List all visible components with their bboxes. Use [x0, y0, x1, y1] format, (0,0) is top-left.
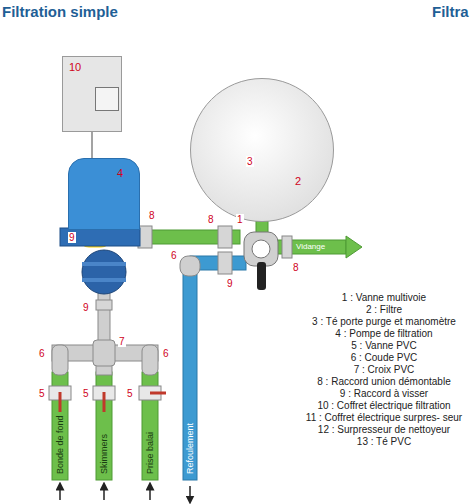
diagram-title: Filtration simple [2, 3, 118, 21]
legend-text: 3 : Té porte purge et manomètre [300, 316, 468, 328]
filter-tank: 4 [68, 158, 140, 230]
legend-list: 1 : Vanne multivoie2 : Filtre3 : Té port… [300, 292, 468, 448]
legend-text: 9 : Raccord à visser [300, 388, 468, 400]
legend-text: 10 : Coffret électrique filtration [300, 400, 468, 412]
pipe-label: Bonde de fond [53, 415, 67, 474]
legend-text: 4 : Pompe de filtration [300, 328, 468, 340]
legend-text: 12 : Surpresseur de nettoyeur [300, 424, 468, 436]
legend-text: 2 : Filtre [300, 304, 468, 316]
callout-number: 9 [82, 302, 90, 313]
pipe-label: Vidange [296, 241, 325, 253]
electrical-box: 10 [62, 56, 122, 132]
callout-number: 7 [118, 336, 126, 347]
legend-text: 11 : Coffret électrique surpres- seur [300, 412, 468, 424]
filter-disc: 2 [190, 78, 334, 222]
legend-text: 13 : Té PVC [300, 436, 468, 448]
callout-number: 5 [126, 388, 134, 399]
callout-number: 8 [292, 262, 300, 273]
pipe-label: Skimmers [97, 434, 111, 474]
callout-number: 4 [117, 167, 123, 179]
pipe-label: Refoulement [183, 423, 197, 474]
legend-text: 8 : Raccord union démontable [300, 376, 468, 388]
callout-number: 3 [246, 156, 254, 167]
callout-number: 9 [226, 278, 234, 289]
legend-text: 5 : Vanne PVC [300, 340, 468, 352]
callout-number: 10 [69, 61, 81, 73]
callout-number: 8 [148, 210, 156, 221]
electrical-wire [91, 132, 92, 158]
legend-text: 7 : Croix PVC [300, 364, 468, 376]
callout-number: 6 [162, 348, 170, 359]
pipe-label: Prise balai [143, 432, 157, 474]
diagram-title: Filtra [432, 3, 469, 21]
callout-number: 9 [68, 232, 76, 243]
callout-number: 5 [38, 388, 46, 399]
callout-number: 6 [170, 250, 178, 261]
callout-number: 8 [207, 214, 215, 225]
switch-panel [95, 87, 119, 111]
callout-number: 6 [38, 348, 46, 359]
callout-number: 1 [236, 214, 244, 225]
callout-number: 2 [295, 175, 301, 187]
legend-text: 6 : Coude PVC [300, 352, 468, 364]
callout-number: 5 [82, 388, 90, 399]
legend-text: 1 : Vanne multivoie [300, 292, 468, 304]
